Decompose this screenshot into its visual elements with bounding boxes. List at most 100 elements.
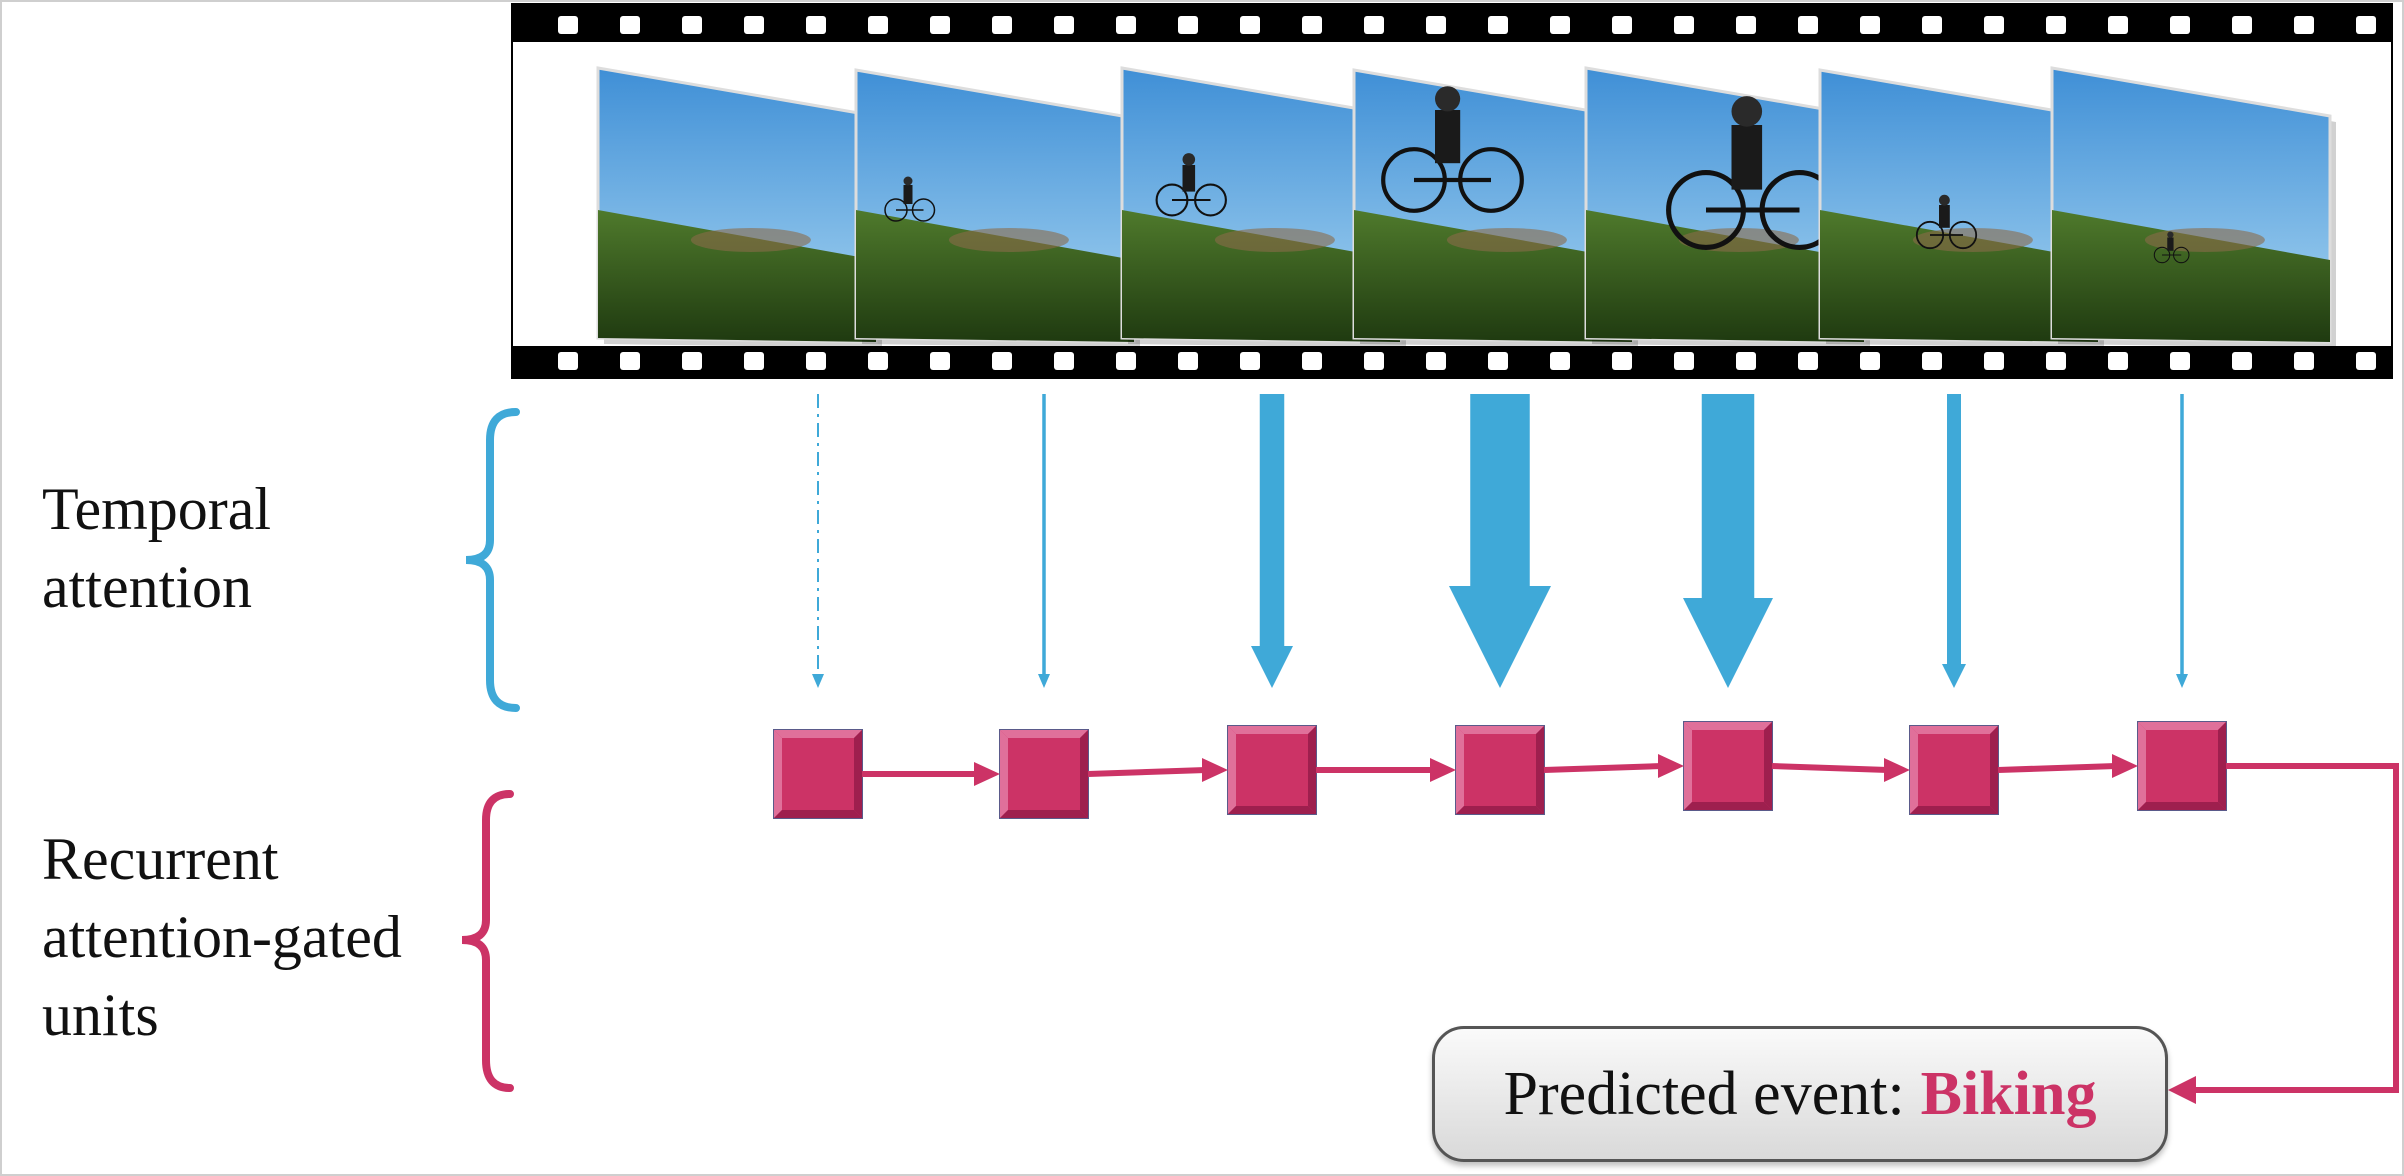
rider-body: [903, 185, 913, 204]
film-sprocket-hole: [1736, 352, 1756, 370]
output-arrowhead: [2168, 1076, 2196, 1104]
output-line: [2196, 763, 2399, 1093]
film-sprocket-hole: [868, 352, 888, 370]
film-sprocket-hole: [1674, 16, 1694, 34]
film-sprocket-hole: [1116, 352, 1136, 370]
unit-bevel-right: [1080, 730, 1088, 818]
film-sprocket-hole: [2232, 16, 2252, 34]
film-sprocket-hole: [1798, 16, 1818, 34]
unit-outer: [773, 729, 863, 819]
recurrent-connector: [1087, 758, 1228, 782]
unit-bevel-top: [774, 730, 862, 738]
rider-body: [1731, 125, 1763, 190]
unit-bevel-bottom: [1684, 802, 1772, 810]
film-sprocket-hole: [1550, 352, 1570, 370]
film-sprocket-hole: [2294, 16, 2314, 34]
attention-arrow: [1683, 394, 1773, 688]
film-sprocket-hole: [1364, 352, 1384, 370]
film-sprocket-hole: [930, 16, 950, 34]
unit-bevel-top: [1456, 726, 1544, 734]
film-sprocket-hole: [930, 352, 950, 370]
frame-grass: [1586, 210, 1864, 342]
rider-head: [1939, 194, 1950, 206]
connector-arrowhead: [974, 762, 1000, 786]
video-frame: [1584, 66, 1870, 348]
rider-body: [1939, 205, 1950, 228]
attention-arrowhead: [1038, 674, 1050, 688]
prediction-box: Predicted event: Biking: [1432, 1026, 2168, 1162]
recurrent-connector: [1771, 758, 1910, 782]
frame-grass: [2052, 210, 2330, 342]
unit-bevel-right: [1536, 726, 1544, 814]
rider-head: [1731, 96, 1763, 127]
unit-outer: [1909, 725, 1999, 815]
unit-bevel-right: [1764, 722, 1772, 810]
film-sprocket-hole: [558, 352, 578, 370]
film-sprocket-hole: [1488, 352, 1508, 370]
video-frame: [596, 66, 882, 348]
film-sprocket-hole: [2294, 352, 2314, 370]
attention-arrowhead: [1683, 598, 1773, 688]
frame-rider: [1915, 194, 1978, 250]
frame-grass: [1122, 210, 1400, 342]
film-sprocket-hole: [1178, 16, 1198, 34]
film-sprocket-hole: [1302, 16, 1322, 34]
unit-bevel-right: [2218, 722, 2226, 810]
unit-bevel-top: [2138, 722, 2226, 730]
connector-arrowhead: [1430, 758, 1456, 782]
recurrent-units-label: Recurrent attention-gated units: [42, 820, 402, 1054]
unit-bevel-bottom: [1910, 806, 1998, 814]
film-sprocket-hole: [1178, 352, 1198, 370]
unit-bevel-bottom: [774, 810, 862, 818]
temporal-attention-bracket: [465, 408, 520, 712]
recurrent-label-line2: attention-gated: [42, 904, 402, 970]
rider-head: [1435, 86, 1461, 112]
unit-outer: [2137, 721, 2227, 811]
unit-bevel-right: [854, 730, 862, 818]
unit-outer: [1455, 725, 1545, 815]
attention-arrowhead: [1942, 664, 1966, 688]
film-sprocket-hole: [620, 352, 640, 370]
connector-line: [1771, 763, 1889, 773]
film-sprocket-hole: [1612, 16, 1632, 34]
frame-rider: [1666, 96, 1840, 250]
frame-rider: [2153, 231, 2190, 264]
attention-arrow: [1251, 394, 1293, 688]
frame-rider: [1155, 153, 1227, 217]
recurrent-unit: [1227, 725, 1317, 815]
film-sprocket-hole: [2108, 352, 2128, 370]
unit-outer: [1227, 725, 1317, 815]
attention-arrow: [2176, 394, 2188, 688]
film-sprocket-hole: [1984, 352, 2004, 370]
rider-body: [1182, 165, 1196, 192]
video-frame: [2050, 66, 2336, 348]
recurrent-unit: [999, 729, 1089, 819]
film-sprocket-hole: [744, 352, 764, 370]
film-sprocket-hole: [1674, 352, 1694, 370]
recurrent-units-bracket: [461, 790, 514, 1092]
frame-grass: [856, 210, 1134, 342]
unit-outer: [1683, 721, 1773, 811]
film-sprocket-hole: [1240, 16, 1260, 34]
attention-arrow: [1038, 394, 1050, 688]
frame-shrubs: [1446, 228, 1567, 252]
film-sprocket-hole: [1922, 352, 1942, 370]
film-sprocket-hole: [1426, 16, 1446, 34]
film-sprocket-hole: [1054, 16, 1074, 34]
film-sprocket-hole: [2170, 16, 2190, 34]
film-sprocket-hole: [806, 352, 826, 370]
film-sprocket-hole: [1116, 16, 1136, 34]
unit-bevel-bottom: [1000, 810, 1088, 818]
film-sprocket-hole: [1054, 352, 1074, 370]
film-sprocket-hole: [2046, 352, 2066, 370]
connector-line: [1087, 767, 1207, 777]
film-sprocket-hole: [1984, 16, 2004, 34]
rider-head: [1182, 153, 1196, 166]
attention-arrow: [812, 394, 824, 688]
film-sprocket-hole: [2356, 352, 2376, 370]
unit-bevel-left: [1456, 726, 1464, 814]
recurrent-connector: [1543, 754, 1684, 778]
unit-outer: [999, 729, 1089, 819]
output-connector: [2168, 763, 2399, 1104]
